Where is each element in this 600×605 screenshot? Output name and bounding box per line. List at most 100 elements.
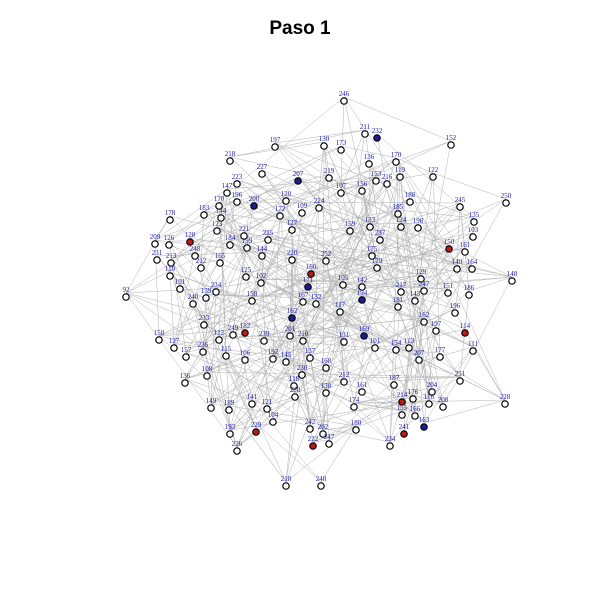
graph-node [451, 309, 459, 317]
graph-edge [312, 410, 403, 443]
graph-edge [393, 355, 420, 382]
graph-node [282, 482, 290, 490]
graph-edge [229, 196, 287, 431]
node-label: 231 [152, 249, 163, 257]
node-label: 172 [275, 205, 286, 213]
graph-node [299, 337, 307, 345]
graph-edge [297, 176, 470, 292]
node-label: 166 [410, 405, 421, 413]
node-label: 102 [256, 272, 267, 280]
graph-node [340, 97, 348, 105]
graph-edge [328, 425, 357, 441]
graph-node [248, 297, 256, 305]
graph-node [233, 198, 241, 206]
graph-node [461, 248, 469, 256]
graph-node [215, 202, 223, 210]
node-label: 247 [419, 280, 430, 288]
node-label: 224 [314, 197, 325, 205]
graph-node [226, 241, 234, 249]
graph-node [411, 412, 419, 420]
graph-edge [307, 247, 466, 284]
graph-edge [210, 403, 230, 407]
node-label: 149 [206, 397, 217, 405]
node-label: 193 [225, 423, 236, 431]
graph-node [298, 371, 306, 379]
graph-edge [302, 297, 420, 357]
graph-edge [228, 209, 399, 407]
graph-edge [215, 287, 410, 345]
graph-edge [154, 239, 293, 257]
graph-edge [185, 352, 357, 427]
node-label: 226 [232, 440, 243, 448]
graph-node [414, 224, 422, 232]
node-label: 217 [396, 281, 407, 289]
graph-edge [156, 255, 181, 286]
graph-node [358, 296, 366, 304]
graph-edge [403, 326, 437, 431]
graph-edge [216, 140, 452, 228]
graph-edge [274, 142, 381, 237]
graph-edge [297, 176, 399, 211]
graph-edge [339, 307, 391, 443]
graph-edge [423, 346, 474, 424]
graph-edge [310, 251, 373, 271]
node-label: 222 [308, 435, 319, 443]
graph-node [340, 338, 348, 346]
graph-node [241, 356, 249, 364]
graph-edge [400, 202, 461, 224]
graph-node [417, 275, 425, 283]
graph-node [288, 314, 296, 322]
node-label: 118 [289, 375, 300, 383]
graph-edge [379, 235, 410, 345]
graph-edge [228, 337, 345, 407]
node-label: 214 [397, 391, 408, 399]
node-label: 108 [202, 365, 213, 373]
graph-node [400, 430, 408, 438]
node-label: 192 [268, 348, 279, 356]
graph-node [200, 211, 208, 219]
graph-node [276, 212, 284, 220]
node-label: 232 [372, 127, 383, 135]
graph-edge [395, 157, 506, 401]
graph-edge [261, 169, 376, 345]
graph-node [368, 252, 376, 260]
node-label: 187 [389, 374, 400, 382]
graph-node [366, 223, 374, 231]
graph-node [226, 157, 234, 165]
graph-node [508, 277, 516, 285]
node-label: 227 [257, 163, 268, 171]
node-label: 177 [435, 346, 446, 354]
node-label: 167 [298, 291, 309, 299]
graph-edge [456, 264, 513, 278]
node-label: 176 [408, 388, 419, 396]
graph-node [258, 252, 266, 260]
graph-edge [215, 255, 293, 289]
node-label: 101 [370, 337, 381, 345]
graph-edge [173, 251, 196, 345]
node-label: 251 [455, 370, 466, 378]
graph-edge [154, 239, 160, 337]
graph-node [470, 218, 478, 226]
graph-edge [274, 129, 366, 144]
graph-node [317, 482, 325, 490]
graph-node [269, 418, 277, 426]
graph-edge [320, 425, 357, 483]
graph-edge [301, 363, 327, 372]
graph-edge [228, 405, 287, 483]
graph-edge [423, 326, 437, 424]
graph-node [252, 428, 260, 436]
graph-node [352, 426, 360, 434]
node-label: 178 [165, 209, 176, 217]
node-label: 201 [285, 325, 296, 333]
graph-edge [189, 145, 342, 239]
graph-edge [232, 330, 268, 406]
graph-edge [158, 335, 246, 357]
graph-edge [272, 211, 281, 356]
node-label: 242 [305, 418, 316, 426]
graph-node [202, 294, 210, 302]
graph-node [371, 344, 379, 352]
graph-node [320, 142, 328, 150]
node-label: 159 [345, 220, 356, 228]
node-label: 160 [306, 263, 317, 271]
graph-node [233, 447, 241, 455]
